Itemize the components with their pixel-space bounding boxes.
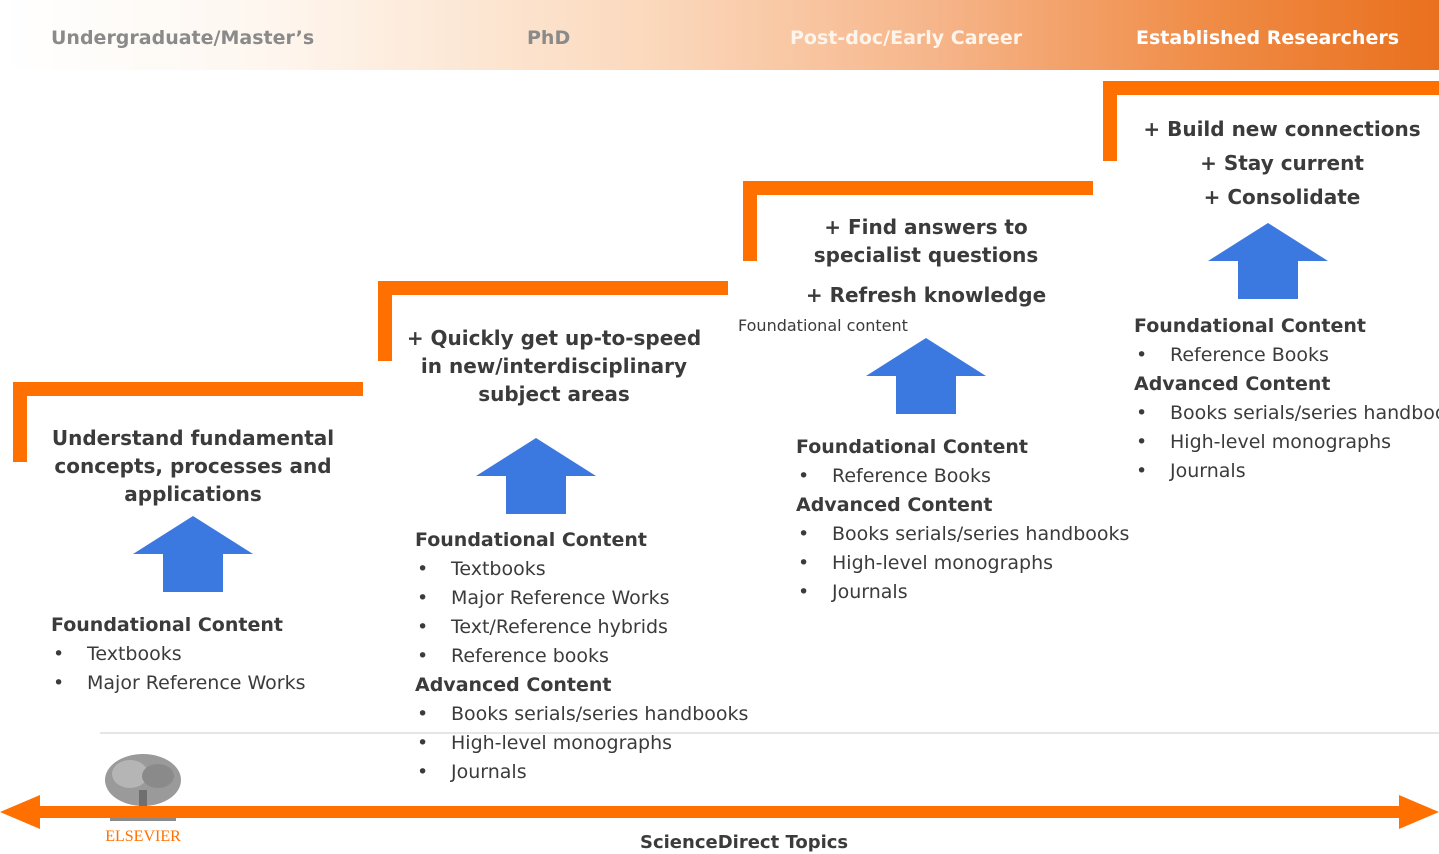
step-4-tread (1103, 81, 1439, 95)
elsevier-wordmark: ELSEVIER (105, 828, 181, 845)
elsevier-tree-icon (105, 754, 181, 821)
step-2-riser (378, 281, 392, 361)
step-2-tread (378, 281, 728, 295)
elsevier-logo: ELSEVIER (100, 752, 186, 846)
col4-group2-title: Advanced Content (1134, 373, 1331, 395)
col3-heading: + Find answers to specialist questions (813, 215, 1039, 267)
col2-item: Books serials/series handbooks (415, 700, 748, 729)
col4-heading-line: + Build new connections (1143, 117, 1421, 141)
col2-item: Textbooks (415, 555, 748, 584)
col2-item: Text/Reference hybrids (415, 613, 748, 642)
col3-item: Books serials/series handbooks (796, 520, 1129, 549)
step-4-riser (1103, 81, 1117, 161)
col4-item: Books serials/series handbooks (1134, 399, 1439, 428)
career-stage-band (0, 0, 1439, 70)
col1-heading: Understand fundamental concepts, process… (51, 426, 335, 506)
col3-content: Foundational Content Reference Books Adv… (796, 433, 1129, 607)
col2-content: Foundational Content Textbooks Major Ref… (415, 526, 748, 787)
step-3-tread (743, 181, 1093, 195)
col2-item: High-level monographs (415, 729, 748, 758)
col2-item: Reference books (415, 642, 748, 671)
col4-up-arrow-icon (1208, 223, 1328, 299)
stage-established: Established Researchers (1136, 27, 1400, 49)
footer-label: ScienceDirect Topics (640, 832, 849, 853)
stage-undergraduate: Undergraduate/Master’s (51, 27, 315, 49)
step-3-riser (743, 181, 757, 261)
col2-group1-title: Foundational Content (415, 529, 647, 551)
col4-item: High-level monographs (1134, 428, 1439, 457)
col4-heading-line: + Stay current (1200, 151, 1364, 175)
step-1-riser (13, 382, 27, 462)
col4-content: Foundational Content Reference Books Adv… (1134, 312, 1439, 486)
stage-phd: PhD (527, 27, 571, 49)
col2-item: Journals (415, 758, 748, 787)
col4-group1-title: Foundational Content (1134, 315, 1366, 337)
col1-item: Textbooks (51, 640, 306, 669)
col3-item: High-level monographs (796, 549, 1129, 578)
col3-up-arrow-icon (866, 338, 986, 414)
col2-group2-title: Advanced Content (415, 674, 612, 696)
col1-item: Major Reference Works (51, 669, 306, 698)
col1-up-arrow-icon (133, 516, 253, 592)
col1-content: Foundational Content Textbooks Major Ref… (51, 611, 306, 698)
col4-heading-line: + Consolidate (1203, 185, 1361, 209)
col3-group2-title: Advanced Content (796, 494, 993, 516)
stage-postdoc: Post-doc/Early Career (790, 27, 1023, 49)
col2-heading: + Quickly get up-to-speed in new/interdi… (406, 326, 702, 406)
col3-item: Reference Books (796, 462, 1129, 491)
col4-item: Journals (1134, 457, 1439, 486)
col2-item: Major Reference Works (415, 584, 748, 613)
col2-up-arrow-icon (476, 438, 596, 514)
col3-group1-title: Foundational Content (796, 436, 1028, 458)
col4-item: Reference Books (1134, 341, 1439, 370)
col3-note: Foundational content (738, 316, 908, 335)
divider-line (100, 732, 1439, 734)
step-1-tread (13, 382, 363, 396)
timeline-double-arrow-icon (0, 795, 1439, 829)
col3-item: Journals (796, 578, 1129, 607)
col3-subheading: + Refresh knowledge (805, 283, 1047, 307)
col1-group1-title: Foundational Content (51, 614, 283, 636)
